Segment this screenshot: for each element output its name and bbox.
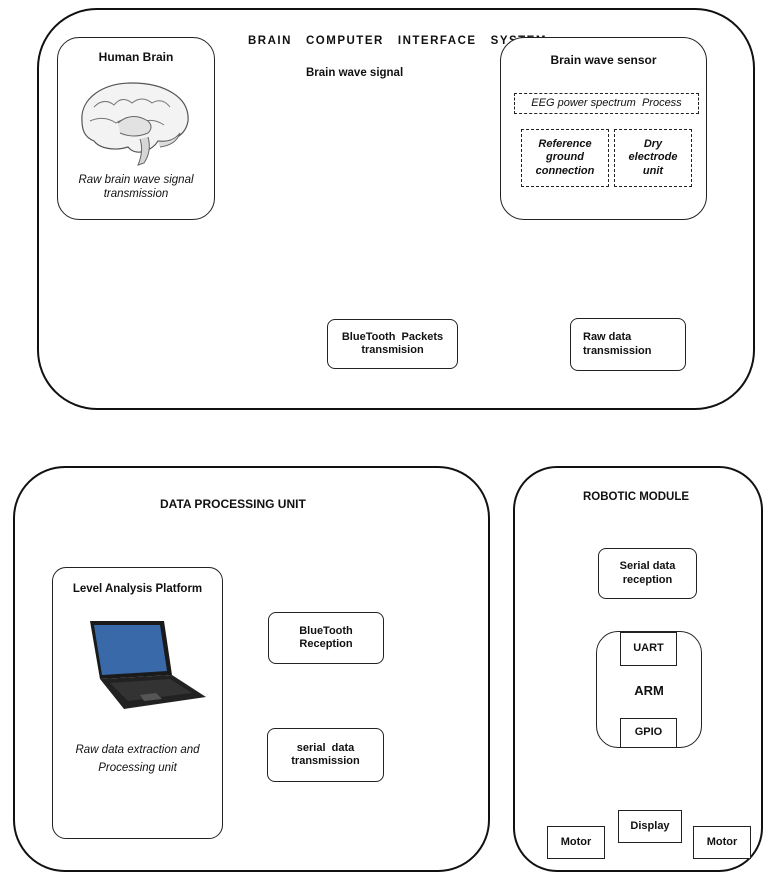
human-brain-caption: Raw brain wave signal transmission <box>60 174 212 202</box>
human-brain-title: Human Brain <box>98 50 174 64</box>
dry-electrode-box: Dry electrode unit <box>614 129 692 187</box>
brain-wave-sensor-title: Brain wave sensor <box>550 53 657 67</box>
serial-data-reception-box: Serial data reception <box>598 548 697 599</box>
raw-data-extraction-caption: Raw data extraction and Processing unit <box>52 742 223 778</box>
level-analysis-platform-title: Level Analysis Platform <box>72 583 203 595</box>
laptop-image <box>90 621 206 709</box>
robot-title: ROBOTIC MODULE <box>583 491 690 503</box>
serial-data-transmission-box: serial data transmission <box>267 728 384 782</box>
reference-ground-line1: Reference <box>538 138 592 151</box>
human-brain-caption-line1: Raw brain wave signal <box>78 174 194 186</box>
brain-wave-signal-label: Brain wave signal <box>306 67 404 79</box>
serial-data-transmission-line1: serial data <box>296 741 355 754</box>
brain-wave-sensor-box <box>500 37 707 220</box>
gpio-box: GPIO <box>620 718 677 748</box>
motor-right-box: Motor <box>693 826 751 859</box>
raw-data-line2: transmission <box>583 344 652 357</box>
human-brain-caption-line2: transmission <box>103 187 169 200</box>
bluetooth-packets-box: BlueTooth Packets transmision <box>327 319 458 369</box>
brain-image <box>81 82 189 166</box>
bluetooth-reception-line1: BlueTooth <box>299 624 353 637</box>
motor-left-box: Motor <box>547 826 605 859</box>
bluetooth-reception-line2: Reception <box>299 638 353 650</box>
dry-electrode-line3: unit <box>642 164 664 177</box>
bci-title: BRAIN COMPUTER INTERFACE SYSTEM <box>248 35 547 47</box>
dry-electrode-line2: electrode <box>628 151 678 164</box>
reference-ground-line2: ground <box>546 151 584 164</box>
serial-data-reception-line1: Serial data <box>619 560 676 573</box>
serial-data-reception-line2: reception <box>622 573 673 586</box>
display-box: Display <box>618 810 682 843</box>
raw-data-transmission-box: Raw data transmission <box>570 318 686 371</box>
uart-box: UART <box>620 632 677 666</box>
arm-label: ARM <box>634 683 664 698</box>
eeg-power-spectrum-box: EEG power spectrum Process <box>514 93 699 114</box>
bluetooth-packets-line1: BlueTooth Packets <box>341 330 444 343</box>
bluetooth-reception-box: BlueTooth Reception <box>268 612 384 664</box>
bluetooth-packets-line2: transmision <box>361 344 424 356</box>
dpu-title: DATA PROCESSING UNIT <box>160 497 306 511</box>
raw-data-line1: Raw data <box>583 331 632 344</box>
dry-electrode-line1: Dry <box>643 138 663 151</box>
raw-data-extraction-line1: Raw data extraction and <box>75 744 200 756</box>
reference-ground-line3: connection <box>535 164 595 177</box>
serial-data-transmission-line2: transmission <box>291 755 360 767</box>
reference-ground-box: Reference ground connection <box>521 129 609 187</box>
raw-data-extraction-line2: Processing unit <box>98 761 177 774</box>
